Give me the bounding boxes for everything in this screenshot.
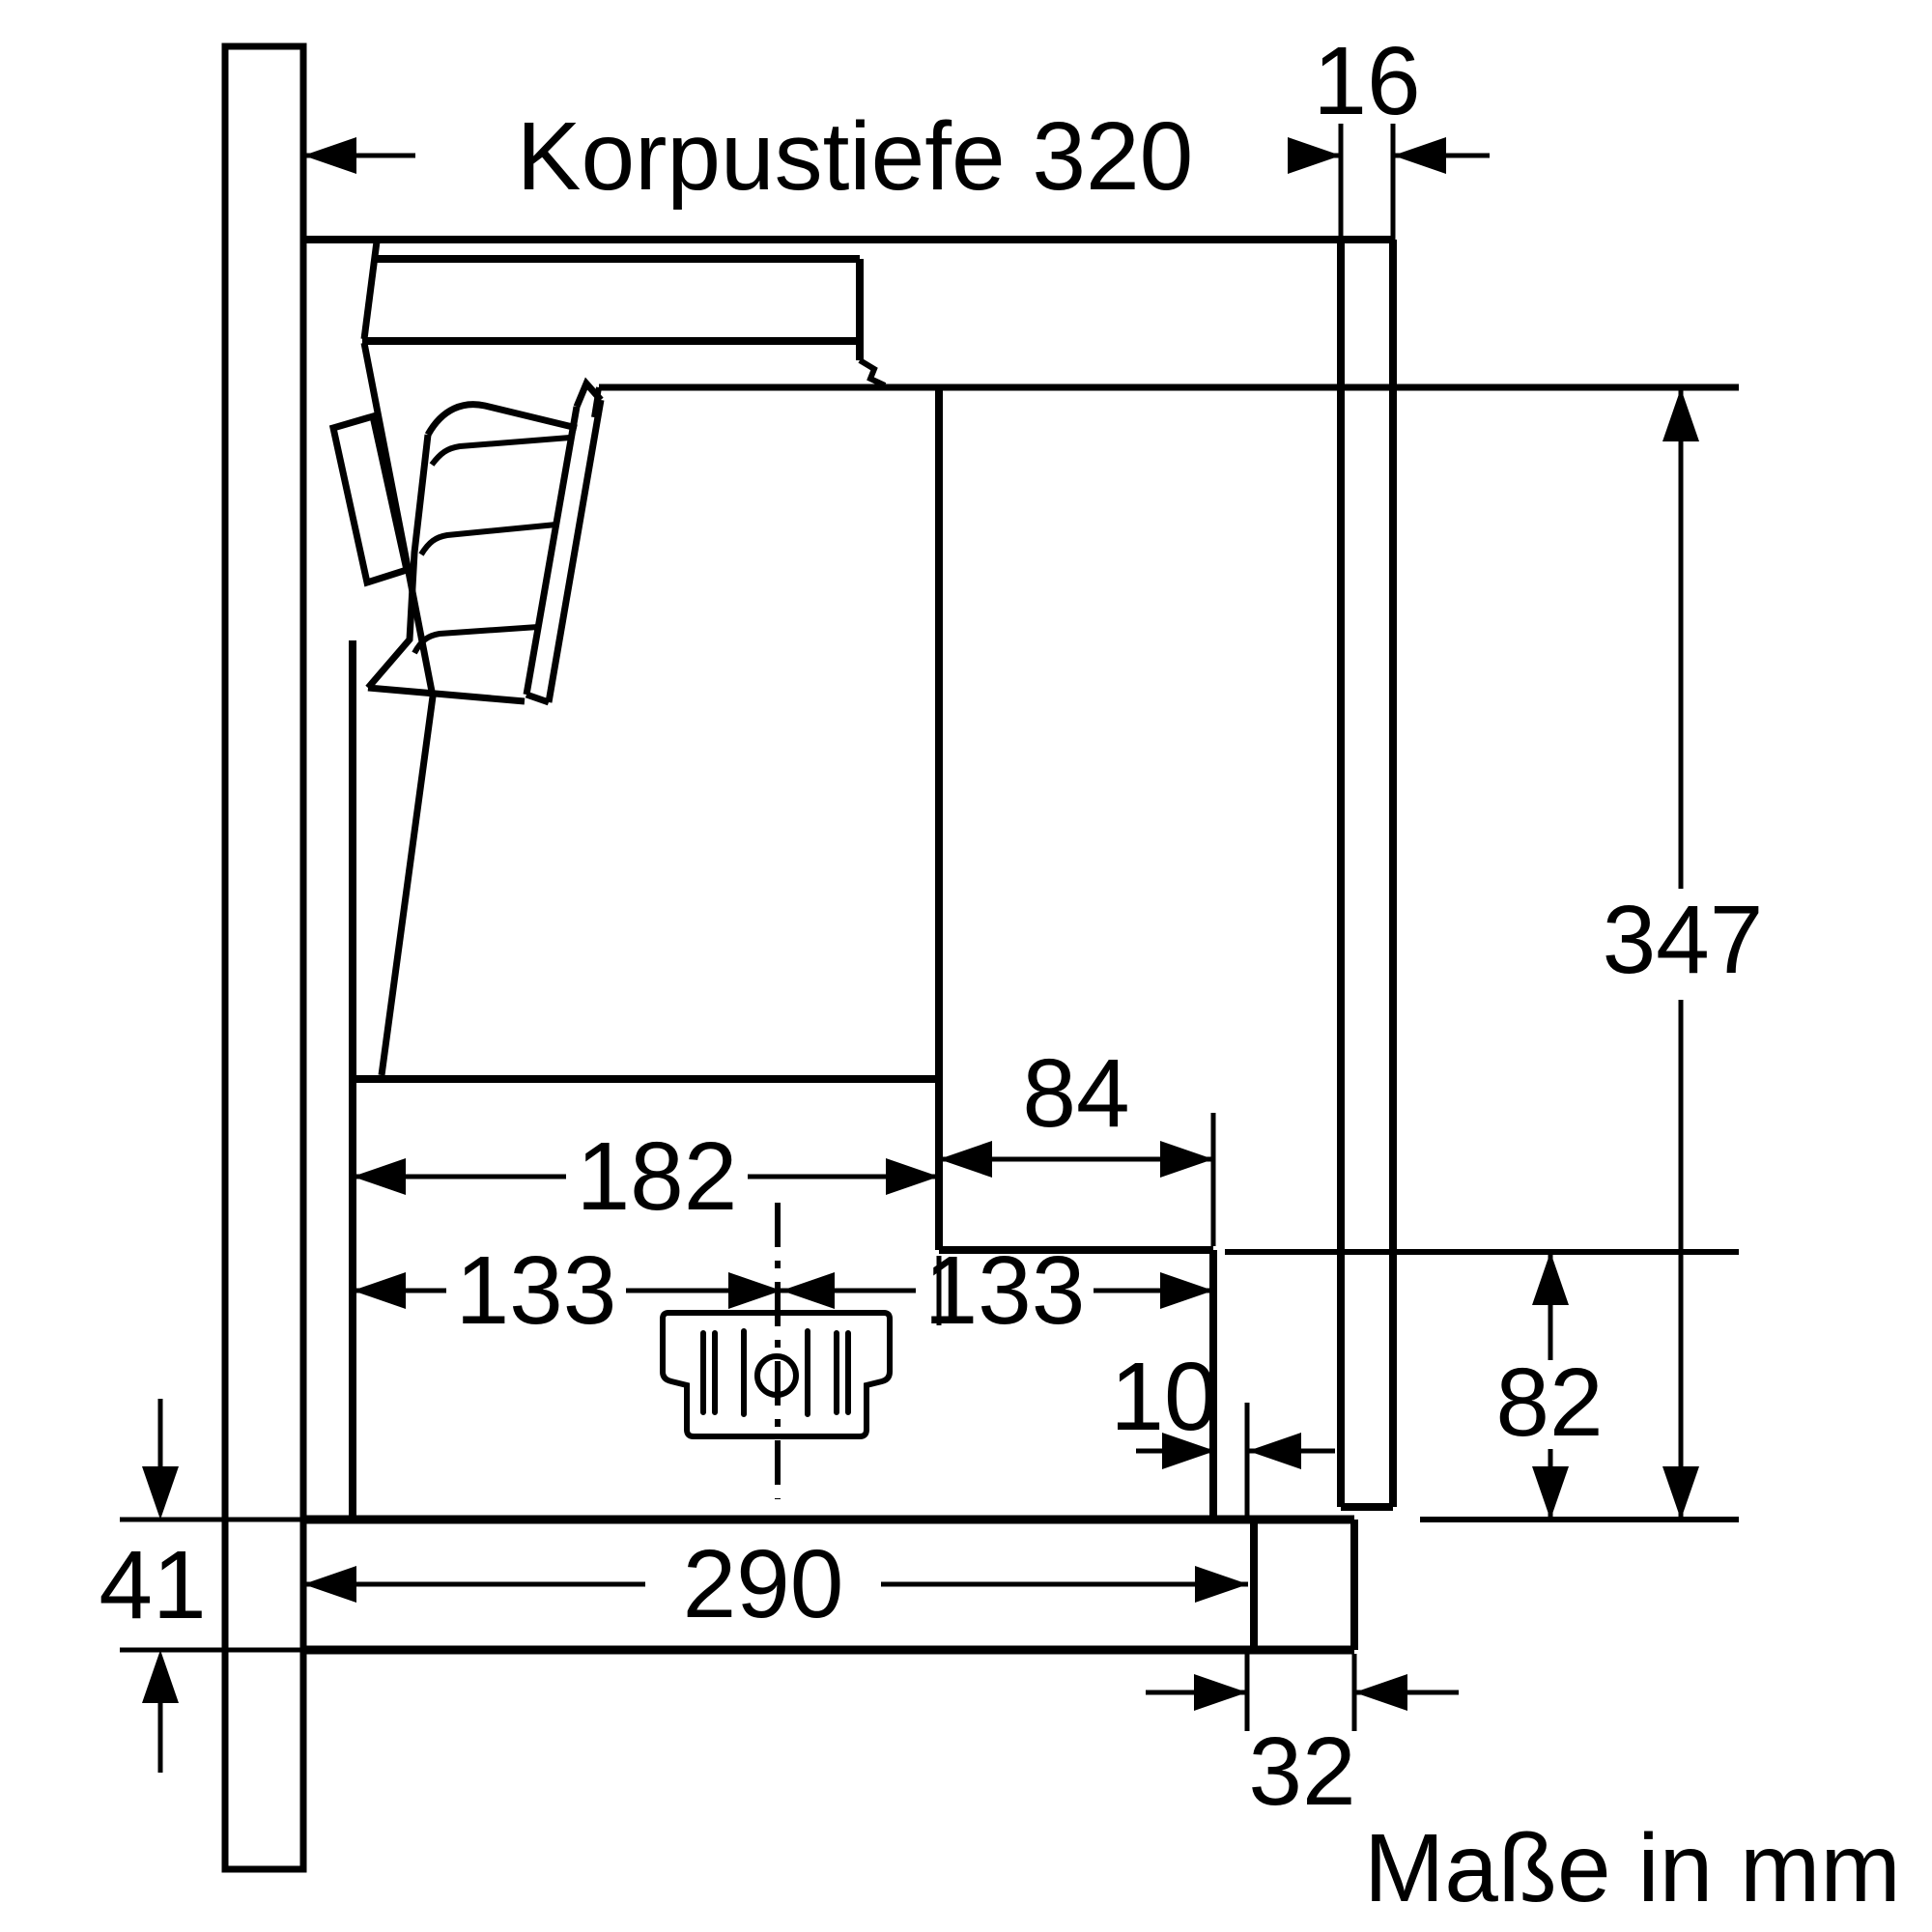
arrow-up-icon (1532, 1252, 1569, 1305)
arrow-left-icon (1248, 1433, 1301, 1469)
arrow-left-icon (939, 1141, 992, 1178)
filter-stack-top-edge (424, 401, 578, 437)
arrow-left-icon (1393, 137, 1446, 174)
arrow-right-icon (1160, 1272, 1213, 1309)
filter-stack-left-bottom-edge (365, 434, 526, 705)
flue-left-edge (360, 241, 381, 340)
arrow-right-icon (886, 1158, 939, 1195)
wall-section (221, 43, 307, 1873)
arrow-left-icon (303, 1566, 356, 1603)
dim-label-133-right: 133 (924, 1236, 1086, 1345)
dim-label-korpustiefe: Korpustiefe 320 (517, 102, 1194, 211)
cabinet-outline (303, 236, 1397, 1655)
damper-roller-ribs (700, 1328, 851, 1417)
arrow-left-icon (1354, 1674, 1407, 1711)
arrow-down-icon (1662, 1466, 1699, 1520)
arrow-right-icon (1162, 1433, 1215, 1469)
dim-label-41: 41 (99, 1531, 206, 1639)
damper-symbol (660, 1203, 893, 1499)
flue-notch (858, 357, 887, 388)
filter-fold-line-3 (412, 624, 539, 655)
dim-label-16: 16 (1313, 27, 1420, 135)
arrow-right-icon (1160, 1141, 1213, 1178)
dim-label-133-left: 133 (456, 1236, 617, 1345)
wall-hatched-strip (221, 43, 307, 1873)
arrow-left-icon (353, 1158, 406, 1195)
handle-strip-stub (1250, 1520, 1358, 1650)
dim-label-84: 84 (1022, 1039, 1129, 1148)
dim-label-290: 290 (683, 1530, 844, 1638)
arrow-right-icon (1288, 137, 1341, 174)
dim-label-182: 182 (577, 1122, 738, 1231)
hood-body (349, 241, 1739, 1522)
filter-fold-line-2 (418, 522, 557, 556)
dim-133-right: 133 (781, 1236, 1213, 1345)
dimensions: Korpustiefe 320 16 347 182 133 (99, 27, 1900, 1922)
dim-133-left: 133 (353, 1236, 781, 1345)
arrow-left-icon (353, 1272, 406, 1309)
dim-korpustiefe-320: Korpustiefe 320 (303, 102, 1341, 211)
arrow-left-icon (781, 1272, 835, 1309)
arrow-left-icon (303, 137, 356, 174)
arrow-right-icon (1194, 1674, 1247, 1711)
arrow-right-icon (1195, 1566, 1248, 1603)
arrow-up-icon (142, 1650, 179, 1703)
pullout-front-step (939, 1246, 1217, 1520)
arrow-down-icon (142, 1466, 179, 1520)
dim-10: 10 (1110, 1343, 1335, 1520)
dim-347: 347 (1603, 388, 1764, 1520)
dim-290: 290 (303, 1530, 1248, 1638)
units-note: Maße in mm (1364, 1814, 1901, 1922)
dim-82: 82 (1495, 1252, 1604, 1520)
flue-duct-box (362, 255, 864, 360)
damper-outline (660, 1310, 893, 1439)
dim-16: 16 (1313, 27, 1490, 240)
filter-fold-line-1 (429, 435, 571, 467)
front-panel (1337, 240, 1397, 1511)
dim-182: 182 (353, 1122, 939, 1231)
support-arm (523, 377, 605, 706)
dim-label-347: 347 (1603, 886, 1764, 994)
dim-41: 41 (99, 1399, 303, 1773)
dim-label-10: 10 (1110, 1343, 1217, 1451)
arrow-up-icon (1662, 388, 1699, 441)
arrow-right-icon (728, 1272, 781, 1309)
dim-label-32: 32 (1248, 1718, 1355, 1826)
dim-32: 32 (1146, 1654, 1459, 1826)
dim-84: 84 (936, 1039, 1216, 1325)
dim-label-82: 82 (1495, 1349, 1603, 1457)
filter-flap-mechanism (328, 342, 605, 1076)
arrow-down-icon (1532, 1466, 1569, 1520)
wall-side-flap (328, 412, 412, 587)
